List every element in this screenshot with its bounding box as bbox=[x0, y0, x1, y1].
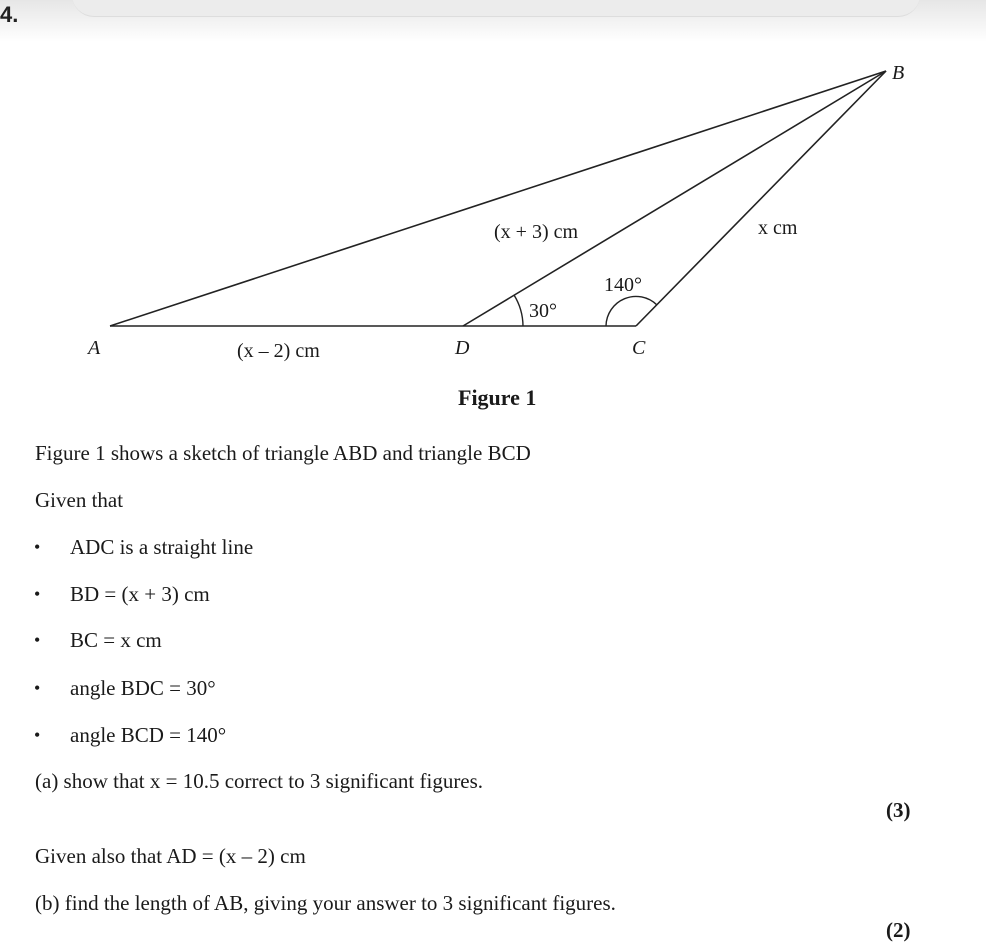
bullet-dot: • bbox=[34, 537, 41, 557]
triangle-figure: A B C D (x + 3) cm x cm (x – 2) cm 30° 1… bbox=[86, 62, 904, 410]
given-item-1: ADC is a straight line bbox=[70, 535, 254, 559]
part-a-text: (a) show that x = 10.5 correct to 3 sign… bbox=[35, 769, 484, 793]
side-label-AD: (x – 2) cm bbox=[237, 340, 320, 362]
vertex-label-B: B bbox=[892, 62, 904, 84]
angle-label-BCD: 140° bbox=[604, 274, 642, 296]
bullet-dot: • bbox=[34, 584, 41, 604]
angle-arc-BCD bbox=[605, 295, 658, 327]
line-AB bbox=[109, 70, 887, 327]
bullet-dot: • bbox=[34, 678, 41, 698]
question-number: 4. bbox=[0, 2, 19, 27]
figure-caption: Figure 1 bbox=[458, 385, 536, 410]
bullet-dot: • bbox=[34, 725, 41, 745]
part-b-text: (b) find the length of AB, giving your a… bbox=[35, 891, 616, 915]
given-item-4: angle BDC = 30° bbox=[70, 676, 216, 700]
angle-label-BDC: 30° bbox=[529, 300, 557, 322]
line-DB bbox=[462, 70, 887, 327]
given-text: Given that bbox=[35, 488, 124, 512]
top-toolbar-edge bbox=[72, 0, 920, 17]
given-also-text: Given also that AD = (x – 2) cm bbox=[35, 844, 306, 868]
intro-text: Figure 1 shows a sketch of triangle ABD … bbox=[35, 441, 531, 465]
angle-arc-BDC bbox=[513, 294, 524, 327]
marks-part-a: (3) bbox=[886, 798, 911, 822]
vertex-label-D: D bbox=[454, 337, 470, 359]
given-item-2: BD = (x + 3) cm bbox=[70, 582, 210, 606]
side-label-BC: x cm bbox=[758, 217, 798, 239]
marks-part-b: (2) bbox=[886, 918, 911, 942]
bullet-dot: • bbox=[34, 630, 41, 650]
given-item-5: angle BCD = 140° bbox=[70, 723, 227, 747]
line-CB bbox=[635, 70, 887, 327]
given-item-3: BC = x cm bbox=[70, 628, 162, 652]
side-label-BD: (x + 3) cm bbox=[494, 221, 578, 243]
vertex-label-C: C bbox=[632, 337, 646, 359]
vertex-label-A: A bbox=[86, 337, 101, 359]
